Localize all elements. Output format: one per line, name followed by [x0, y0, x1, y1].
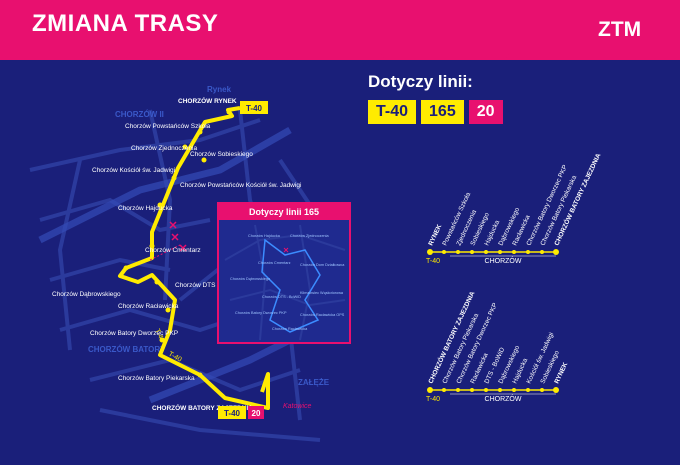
katowice-label: Katowice [283, 403, 312, 410]
inset-box: Dotyczy linii 165 Chorzów Hajducka Chorz… [217, 202, 351, 344]
closure-marks [169, 221, 187, 252]
district-zaleze: ZAŁĘŻE [298, 378, 330, 387]
line-chips: T-40 165 20 [368, 100, 503, 124]
district-chorzow-ii: CHORZÓW II [115, 110, 164, 119]
diagram-stop-dot [427, 387, 433, 393]
diagram-stop-dot [484, 388, 488, 392]
logo-text: ZTM [598, 18, 641, 41]
diagram-stop-dot [427, 249, 433, 255]
terminal-start-label: CHORZÓW RYNEK [178, 96, 237, 105]
terminal-end-label: CHORZÓW BATORY ZAJEZDNIA [152, 403, 253, 412]
diagram-stop-dot [456, 250, 460, 254]
terminal-end-badge-20: 20 [252, 409, 261, 418]
diagram-city-label: CHORZÓW [485, 256, 522, 265]
route-map: Rynek CHORZÓW II CHORZÓW BATORY ZAŁĘŻE T… [29, 85, 351, 442]
terminal-end-badge-20-bg [248, 406, 264, 419]
stop-dts-bowid: Chorzów DTS - BoWiD [175, 282, 242, 289]
stop-hajducka: Chorzów Hajducka [118, 205, 173, 212]
diagram-stop-dot [484, 250, 488, 254]
stop-kosciol: Chorzów Kościół św. Jadwigi [92, 167, 175, 174]
diagram-stop-dot [498, 250, 502, 254]
svg-text:Chorzów Dąbrowskiego: Chorzów Dąbrowskiego [230, 277, 270, 281]
route-line [118, 106, 270, 410]
line-chip-20: 20 [468, 100, 503, 124]
diagram-stop-dot [442, 250, 446, 254]
svg-text:Chorzów DTS - BoWiD: Chorzów DTS - BoWiD [262, 295, 301, 299]
diagram-line-label: T-40 [426, 258, 440, 265]
svg-text:Chorzów Cmentarz: Chorzów Cmentarz [258, 261, 291, 265]
stop-cmentarz: Chorzów Cmentarz [145, 247, 201, 254]
diagram-line-label: T-40 [426, 396, 440, 403]
lines-heading: Dotyczy linii: [368, 72, 473, 91]
diagram-stop-dot [498, 388, 502, 392]
svg-text:Klimzowiec Wąskotorowa: Klimzowiec Wąskotorowa [300, 291, 344, 295]
stop-powstancow-kosciol: Chorzów Powstańców Kościół św. Jadwigi [180, 182, 301, 189]
header-bar: ZMIANA TRASY ZTM [0, 0, 680, 60]
stop-sobieskiego: Chorzów Sobieskiego [190, 151, 253, 158]
district-chorzow-batory: CHORZÓW BATORY [88, 345, 166, 354]
diagram-stop-dot [470, 388, 474, 392]
inset-labels: Chorzów Hajducka Chorzów Zjednoczenia Ch… [230, 234, 345, 331]
svg-text:Chorzów Hajducka: Chorzów Hajducka [248, 234, 281, 238]
diagram-stop-dot [470, 250, 474, 254]
line-chip-165: 165 [421, 100, 464, 124]
stop-powstancow-szkola: Chorzów Powstańców Szkoła [125, 123, 211, 130]
svg-text:Chorzów Racławicka OPS: Chorzów Racławicka OPS [300, 313, 345, 317]
diagram-stop-label: RYNEK [553, 361, 569, 385]
terminal-start-badge-bg [240, 101, 268, 114]
page-title: ZMIANA TRASY [32, 10, 219, 37]
svg-text:Chorzów Dom Działkowca: Chorzów Dom Działkowca [300, 263, 345, 267]
stop-batory-dworzec: Chorzów Batory Dworzec PKP [90, 330, 178, 337]
diagram-stop-dot [526, 388, 530, 392]
stop-raclawicka: Chorzów Racławicka [118, 303, 179, 310]
stop-zjednoczenia: Chorzów Zjednoczenia [131, 145, 198, 152]
svg-text:Chorzów Zjednoczenia: Chorzów Zjednoczenia [290, 234, 330, 238]
district-rynek: Rynek [207, 85, 232, 94]
stop-markers [123, 109, 255, 408]
stop-batory-piekarska: Chorzów Batory Piekarska [118, 375, 195, 382]
diagram-stop-dot [540, 250, 544, 254]
terminal-end-badge-t40: T-40 [224, 409, 241, 418]
header-zigzag [0, 52, 680, 60]
inset-title-bar [218, 203, 350, 220]
inset-title: Dotyczy linii 165 [249, 207, 319, 217]
stop-labels: CHORZÓW RYNEK T-40 Chorzów Powstańców Sz… [52, 96, 312, 419]
diagram-stop-dot [553, 249, 559, 255]
stop-dabrowskiego: Chorzów Dąbrowskiego [52, 291, 121, 298]
terminal-start-badge: T-40 [246, 104, 263, 113]
diagram-stop-dot [512, 250, 516, 254]
diagram-stop-dot [456, 388, 460, 392]
diagram-stop-dot [526, 250, 530, 254]
diagram-city-label: CHORZÓW [485, 394, 522, 403]
inset-route [261, 238, 321, 333]
diagram-stop-dot [553, 387, 559, 393]
line-chip-t40: T-40 [368, 100, 417, 124]
svg-text:Chorzów Racławicka: Chorzów Racławicka [272, 327, 308, 331]
terminal-end-badge-t40-bg [218, 406, 246, 419]
svg-text:Chorzów Batory Dworzec PKP: Chorzów Batory Dworzec PKP [235, 311, 287, 315]
diagram-stop-dot [512, 388, 516, 392]
diagram-stop-dot [442, 388, 446, 392]
ztm-logo: ZTM [598, 18, 641, 41]
diagram-stop-dot [540, 388, 544, 392]
